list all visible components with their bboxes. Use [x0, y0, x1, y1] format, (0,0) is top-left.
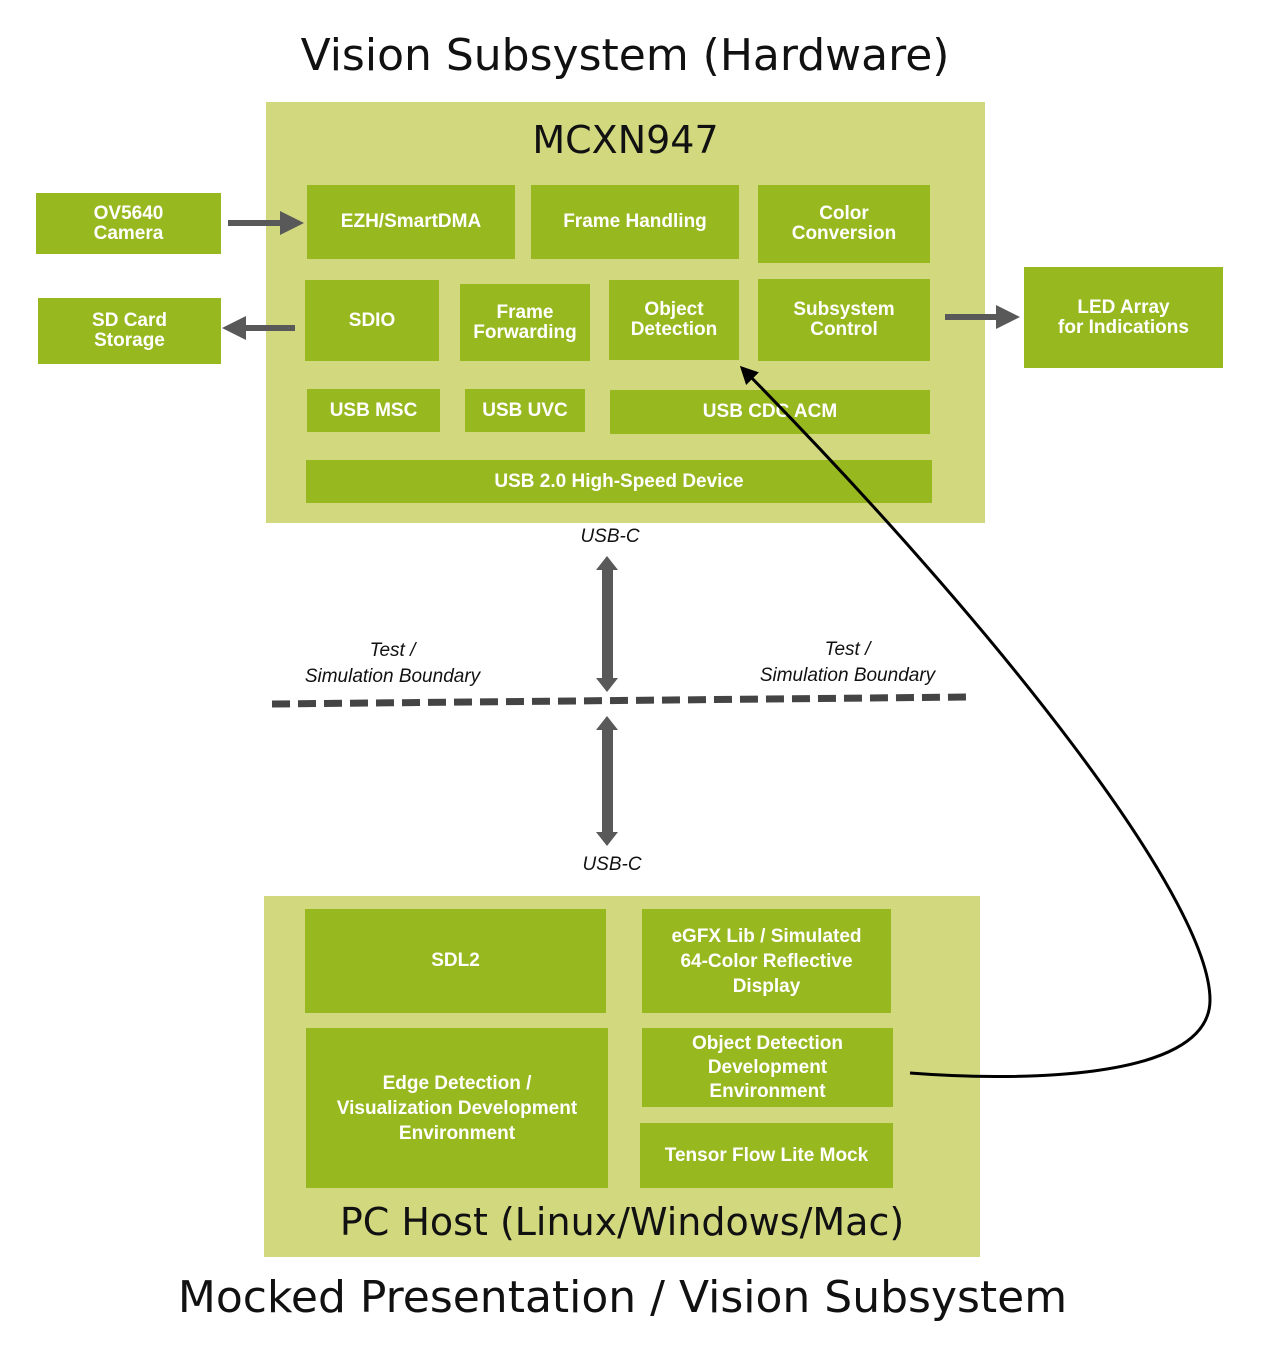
sdl2-block: SDL2: [305, 909, 606, 1013]
usb-hs-device-block: USB 2.0 High-Speed Device: [306, 460, 932, 503]
sd-card-block: SD Card Storage: [38, 298, 221, 364]
sdio-block: SDIO: [305, 280, 439, 361]
frame-handling-block: Frame Handling: [531, 185, 739, 259]
ezh-smartdma-block: EZH/SmartDMA: [307, 185, 515, 259]
boundary-label-right: Test / Simulation Boundary: [759, 639, 936, 686]
egfx-display-block: eGFX Lib / Simulated 64-Color Reflective…: [642, 909, 891, 1013]
mcxn947-label: MCXN947: [532, 118, 719, 162]
usb-c-lower-arrow: [596, 716, 618, 846]
simulation-boundary-line: [271, 693, 969, 708]
object-detection-block: Object Detection: [609, 280, 739, 360]
boundary-label-left: Test / Simulation Boundary: [304, 640, 481, 687]
camera-block: OV5640 Camera: [36, 193, 221, 254]
usb-c-top-label: USB-C: [580, 526, 640, 547]
subsystem-control-block: Subsystem Control: [758, 279, 930, 361]
frame-forwarding-block: Frame Forwarding: [460, 284, 590, 361]
led-array-block: LED Array for Indications: [1024, 267, 1223, 368]
mocked-title: Mocked Presentation / Vision Subsystem: [177, 1272, 1068, 1323]
usb-c-bottom-label: USB-C: [582, 854, 642, 875]
usb-msc-block: USB MSC: [307, 389, 440, 432]
object-detection-env-block: Object Detection Development Environment: [642, 1028, 893, 1107]
usb-uvc-block: USB UVC: [465, 389, 585, 432]
tflite-mock-block: Tensor Flow Lite Mock: [640, 1123, 893, 1188]
edge-detection-block: Edge Detection / Visualization Developme…: [306, 1028, 608, 1188]
hardware-title: Vision Subsystem (Hardware): [300, 30, 950, 81]
usb-c-upper-arrow: [596, 556, 618, 692]
color-conversion-block: Color Conversion: [758, 185, 930, 263]
pc-host-label: PC Host (Linux/Windows/Mac): [339, 1200, 905, 1244]
usb-cdc-acm-block: USB CDC ACM: [610, 390, 930, 434]
